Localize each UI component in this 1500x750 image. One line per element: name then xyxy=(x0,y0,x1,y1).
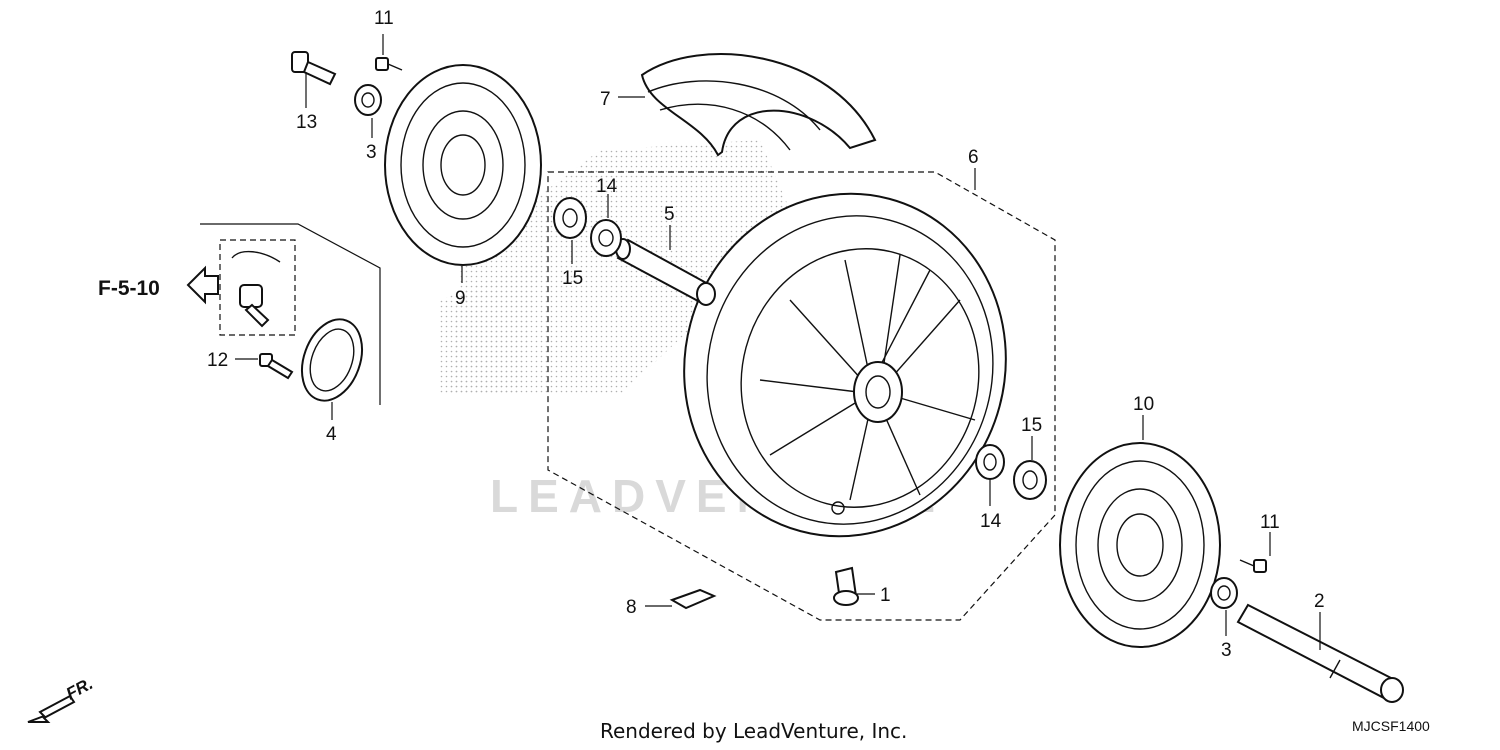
front-axle xyxy=(1236,603,1404,703)
reference-label: F-5-10 xyxy=(98,277,160,300)
callout-3: 3 xyxy=(366,142,377,163)
dust-seal-lower xyxy=(1013,460,1047,500)
front-wheel xyxy=(683,192,1007,538)
reference-arrow xyxy=(186,265,219,305)
brake-disc-left xyxy=(384,64,542,266)
callout-14: 14 xyxy=(980,511,1002,532)
bearing-upper xyxy=(590,219,622,257)
leader-lines xyxy=(235,34,1321,650)
callout-15: 15 xyxy=(562,268,583,289)
callout-5: 5 xyxy=(664,204,675,225)
callout-1: 1 xyxy=(880,585,891,606)
pulser-ring xyxy=(301,318,363,402)
wheel-assembly-box xyxy=(547,171,1056,621)
collar-left xyxy=(354,84,382,116)
callout-8: 8 xyxy=(626,597,637,618)
callout-13: 13 xyxy=(296,112,317,133)
tire xyxy=(640,53,877,157)
callout-2: 2 xyxy=(1314,591,1325,612)
speed-sensor-group xyxy=(219,239,296,336)
disc-bolt-right xyxy=(1239,559,1267,573)
dust-seal-upper xyxy=(553,197,587,239)
sensor-bolt xyxy=(259,353,294,380)
flange-bolt xyxy=(291,51,337,86)
bearing-lower xyxy=(975,444,1005,480)
callout-10: 10 xyxy=(1133,394,1154,415)
callout-7: 7 xyxy=(600,89,611,110)
diagram-code: MJCSF1400 xyxy=(1352,718,1430,734)
brake-disc-right xyxy=(1059,442,1221,648)
callout-14: 14 xyxy=(596,176,618,197)
footer-credit: Rendered by LeadVenture, Inc. xyxy=(600,719,907,743)
callout-15: 15 xyxy=(1021,415,1042,436)
callout-11: 11 xyxy=(374,8,394,29)
callout-6: 6 xyxy=(968,147,979,168)
collar-right xyxy=(1210,577,1238,609)
balance-weight xyxy=(669,588,717,610)
disc-bolt-left xyxy=(375,57,403,71)
callout-3: 3 xyxy=(1221,640,1232,661)
callout-4: 4 xyxy=(326,424,337,445)
front-direction-indicator: FR. xyxy=(27,674,96,723)
section-bracket xyxy=(200,223,381,405)
callout-11: 11 xyxy=(1260,512,1280,533)
air-valve xyxy=(833,566,859,606)
callout-12: 12 xyxy=(207,350,228,371)
callout-9: 9 xyxy=(455,288,466,309)
